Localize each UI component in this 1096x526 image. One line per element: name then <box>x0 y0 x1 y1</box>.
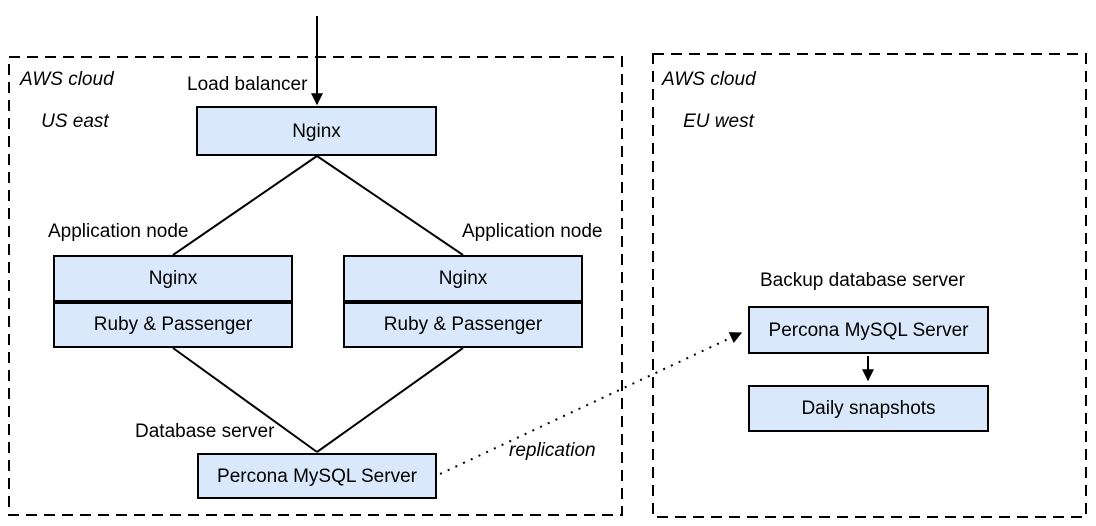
edge-app-right-to-db <box>316 347 464 453</box>
region-us-east-title: AWS cloud US east <box>20 69 114 132</box>
edge-app-left-to-db <box>172 347 318 453</box>
region-eu-west-title-line1: AWS cloud <box>662 69 756 90</box>
edge-lb-to-app-left <box>172 155 318 256</box>
region-eu-west-title-line2: EU west <box>683 111 754 132</box>
node-snapshots: Daily snapshots <box>748 385 989 432</box>
edge-lb-to-app-right <box>316 155 464 256</box>
region-us-east-outline <box>8 56 623 516</box>
label-backup-database-server: Backup database server <box>760 270 965 291</box>
node-snapshots-label: Daily snapshots <box>801 398 936 419</box>
node-app-right: Nginx Ruby & Passenger <box>343 255 583 348</box>
node-app-left-ruby-label: Ruby & Passenger <box>93 314 253 336</box>
label-app-node-right: Application node <box>462 221 603 242</box>
node-app-right-nginx-label: Nginx <box>438 267 488 289</box>
node-load-balancer: Nginx <box>196 106 437 156</box>
region-eu-west-outline <box>652 53 1087 518</box>
node-app-left: Nginx Ruby & Passenger <box>53 255 293 348</box>
region-us-east-title-line1: AWS cloud <box>20 69 114 90</box>
node-app-right-ruby-label: Ruby & Passenger <box>383 314 543 336</box>
region-us-east-title-line2: US east <box>41 111 109 132</box>
node-backup: Percona MySQL Server <box>748 306 989 354</box>
label-load-balancer: Load balancer <box>187 74 308 95</box>
node-backup-label: Percona MySQL Server <box>768 319 969 341</box>
label-replication: replication <box>509 440 596 461</box>
node-load-balancer-label: Nginx <box>292 120 341 142</box>
label-database-server: Database server <box>135 421 275 442</box>
label-app-node-left: Application node <box>48 221 189 242</box>
region-eu-west-title: AWS cloud EU west <box>662 69 756 132</box>
node-database: Percona MySQL Server <box>197 453 437 499</box>
node-app-right-row-ruby: Ruby & Passenger <box>345 301 581 347</box>
node-app-left-nginx-label: Nginx <box>148 267 198 289</box>
node-database-label: Percona MySQL Server <box>217 465 417 487</box>
node-app-left-row-ruby: Ruby & Passenger <box>55 301 291 347</box>
node-app-right-row-nginx: Nginx <box>345 257 581 302</box>
node-app-left-row-nginx: Nginx <box>55 257 291 302</box>
